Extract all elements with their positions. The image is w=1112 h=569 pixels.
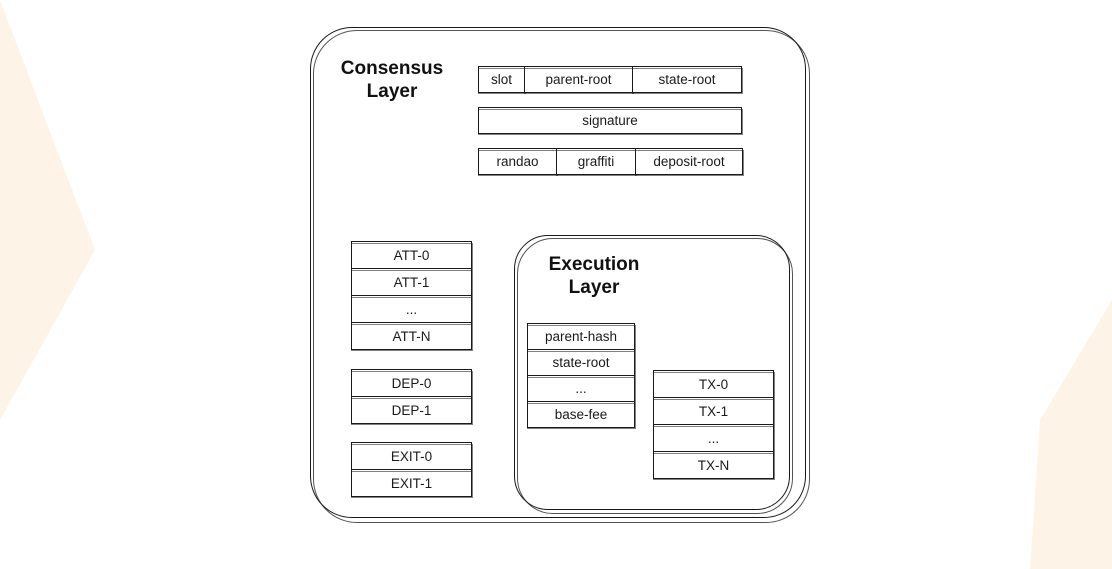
attestation-item: ATT-0 bbox=[351, 241, 473, 270]
consensus-layer-border-shadow bbox=[313, 30, 810, 523]
execution-title-line2: Layer bbox=[568, 277, 620, 298]
execution-field: parent-hash bbox=[527, 323, 636, 351]
transaction-item: TX-1 bbox=[653, 397, 775, 426]
field-state-root: state-root bbox=[632, 66, 743, 94]
field-randao: randao bbox=[478, 148, 558, 176]
consensus-title-line1: Consensus bbox=[340, 58, 444, 79]
field-graffiti: graffiti bbox=[556, 148, 637, 176]
execution-layer-border-shadow bbox=[517, 238, 793, 514]
consensus-layer-title: Consensus Layer bbox=[330, 57, 454, 103]
execution-layer-title: Execution Layer bbox=[534, 253, 654, 299]
deposit-item: DEP-1 bbox=[351, 396, 473, 425]
exit-item: EXIT-1 bbox=[351, 469, 473, 498]
transaction-item: TX-0 bbox=[653, 370, 775, 399]
execution-field: state-root bbox=[527, 349, 636, 377]
consensus-layer-box bbox=[310, 27, 806, 518]
transaction-item: ... bbox=[653, 424, 775, 453]
attestation-item: ATT-N bbox=[351, 322, 473, 351]
field-parent-root: parent-root bbox=[524, 66, 634, 94]
transaction-item: TX-N bbox=[653, 451, 775, 480]
field-signature: signature bbox=[478, 107, 743, 135]
attestation-item: ATT-1 bbox=[351, 268, 473, 297]
execution-layer-box bbox=[514, 235, 790, 510]
deposit-item: DEP-0 bbox=[351, 369, 473, 398]
exit-item: EXIT-0 bbox=[351, 442, 473, 471]
attestation-item: ... bbox=[351, 295, 473, 324]
execution-title-line1: Execution bbox=[548, 254, 640, 275]
consensus-title-line2: Layer bbox=[366, 81, 418, 102]
field-slot: slot bbox=[478, 66, 526, 94]
execution-field: base-fee bbox=[527, 401, 636, 429]
execution-field: ... bbox=[527, 375, 636, 403]
field-deposit-root: deposit-root bbox=[635, 148, 744, 176]
